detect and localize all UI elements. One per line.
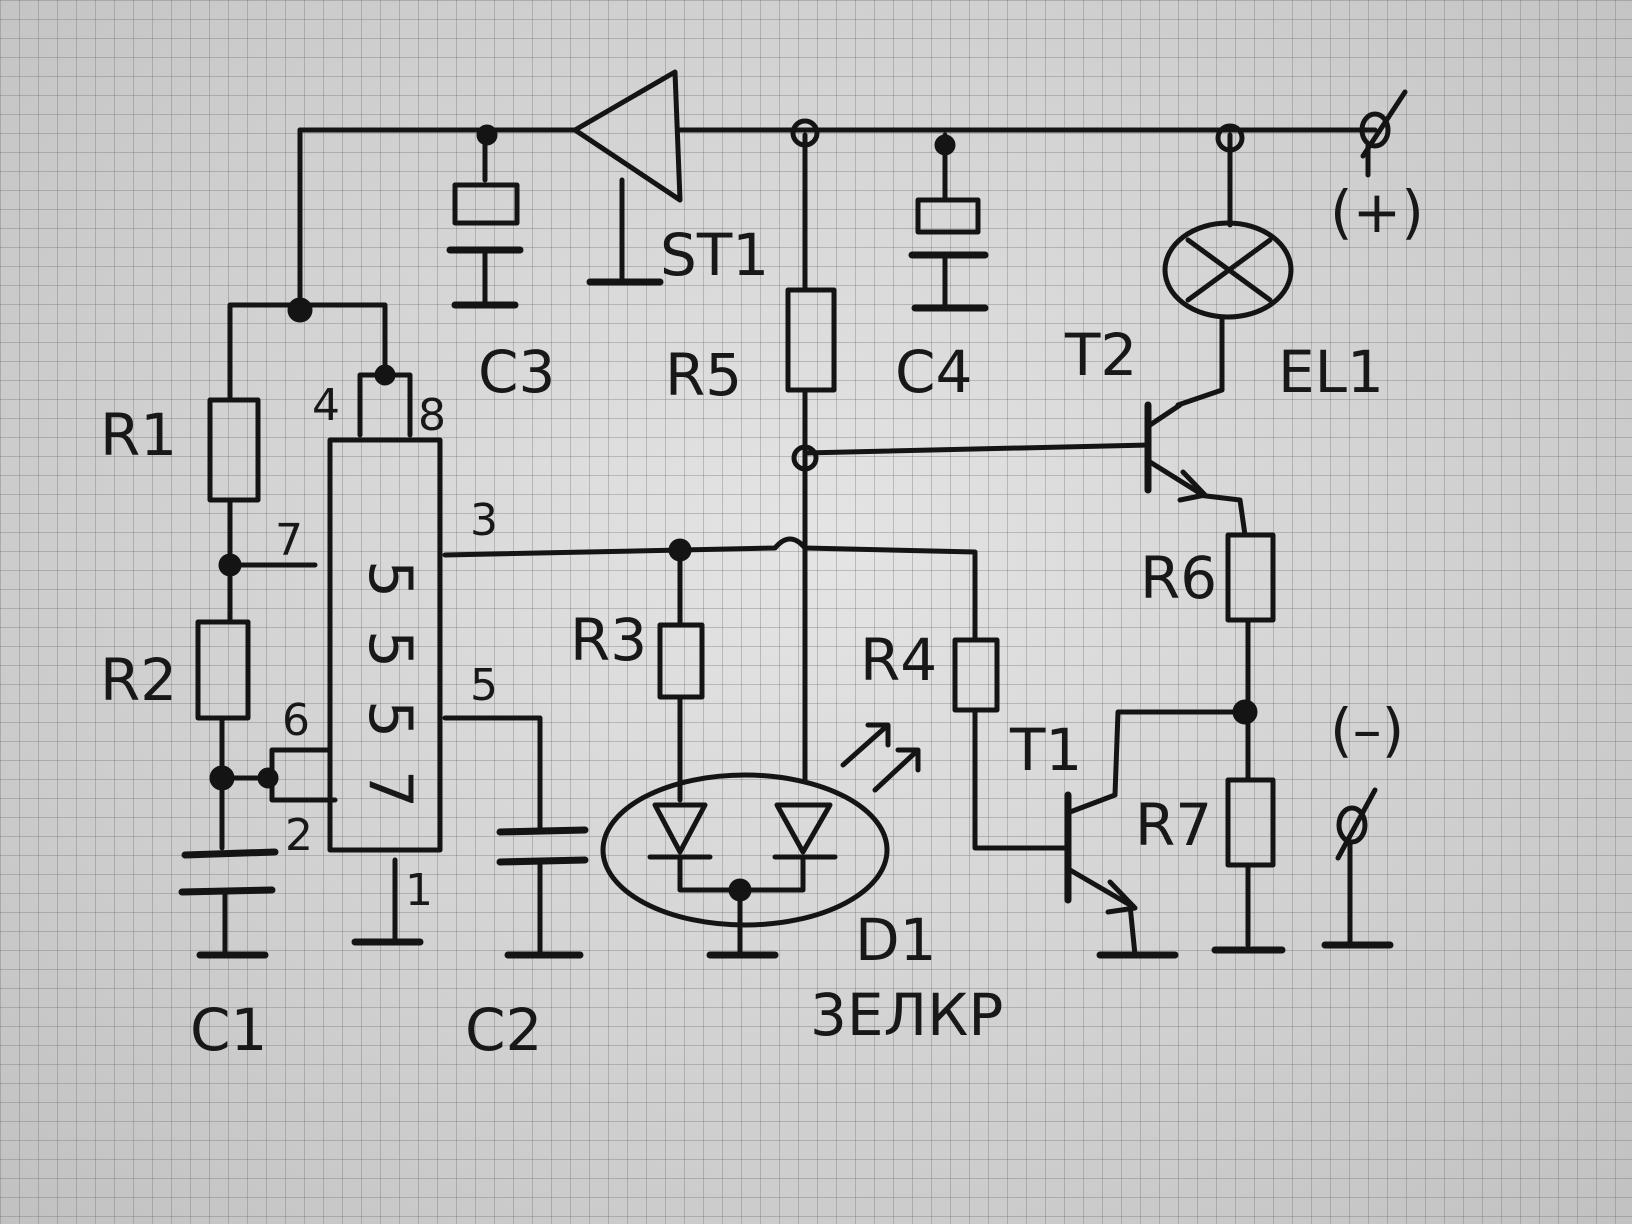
capacitor-c2: C2 [442, 715, 589, 1064]
label-d1-type: 3ЕЛКР [810, 981, 1003, 1049]
wire-output-pin3 [442, 536, 978, 643]
capacitor-c1: C1 [178, 848, 279, 1064]
lamp-el1: EL1 [1162, 132, 1384, 408]
resistor-r6: R6 [1140, 532, 1276, 713]
transistor-t2: T2 [802, 321, 1248, 538]
junction-dot [218, 553, 242, 577]
resistor-r5: R5 [665, 132, 837, 463]
terminal-minus-label: (–) [1330, 696, 1404, 764]
junction-dot [791, 444, 819, 472]
resistor-r1: R1 [100, 397, 261, 623]
chip-digit-1: 5 [355, 560, 425, 598]
wire-pin2 [269, 775, 338, 803]
resistor-r7: R7 [1135, 709, 1286, 954]
pin-8-label: 8 [418, 390, 446, 441]
pin-2-label: 2 [285, 810, 313, 861]
pin-1-label: 1 [405, 865, 433, 916]
capacitor-c3: C3 [446, 132, 555, 406]
pin-3-label: 3 [470, 495, 498, 546]
chip-digit-3: 5 [355, 700, 425, 738]
label-el1: EL1 [1278, 338, 1384, 406]
plus-terminal: (+) [1330, 89, 1424, 246]
pin-4-label: 4 [312, 380, 340, 431]
junction-dot [1215, 123, 1245, 153]
junction-dot [374, 364, 396, 386]
label-r7: R7 [1135, 791, 1212, 859]
junction-dot [257, 767, 279, 789]
pin-6-label: 6 [282, 695, 310, 746]
junction-dot [476, 124, 498, 146]
wire-pin6 [219, 747, 333, 781]
label-st1: ST1 [660, 221, 769, 289]
capacitor-c4: C4 [895, 132, 989, 406]
transistor-t1: T1 [1009, 709, 1243, 959]
thermostat-st1: ST1 [572, 69, 769, 289]
label-r4: R4 [860, 626, 937, 694]
chip-digit-4: 7 [355, 770, 425, 808]
label-r6: R6 [1140, 544, 1217, 612]
ic-7555: 5 5 5 7 4 8 7 6 2 3 5 1 [275, 380, 498, 946]
junction-dot [287, 297, 313, 323]
pin-7-label: 7 [275, 515, 303, 566]
label-d1: D1 [855, 906, 937, 974]
junction-dot [209, 765, 235, 791]
junction-dot [1232, 699, 1258, 725]
label-c1: C1 [190, 996, 267, 1064]
label-t2: T2 [1064, 321, 1137, 389]
label-r2: R2 [100, 646, 177, 714]
label-c4: C4 [895, 338, 972, 406]
label-c2: C2 [465, 996, 542, 1064]
junction-dot [790, 118, 820, 148]
label-r3: R3 [570, 606, 647, 674]
resistor-r4: R4 [860, 626, 1068, 851]
junction-dot [728, 878, 752, 902]
resistor-r3: R3 [570, 552, 705, 803]
label-t1: T1 [1009, 716, 1082, 784]
label-c3: C3 [478, 338, 555, 406]
junction-dot [668, 538, 692, 562]
pin-5-label: 5 [470, 660, 498, 711]
resistor-r2: R2 [100, 562, 318, 851]
terminal-plus-label: (+) [1330, 178, 1424, 246]
label-r1: R1 [100, 401, 177, 469]
chip-digit-2: 5 [355, 630, 425, 668]
junction-dot [934, 134, 956, 156]
minus-terminal: (–) [1321, 696, 1404, 949]
label-r5: R5 [665, 341, 742, 409]
led-d1: D1 3ЕЛКР [600, 722, 1003, 1049]
